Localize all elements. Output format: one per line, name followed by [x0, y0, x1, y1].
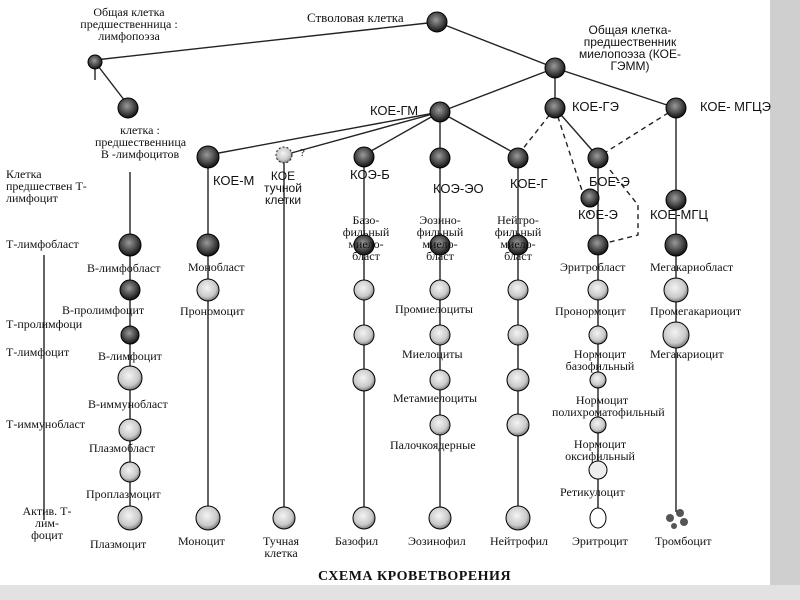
- cfu-eb-label: КОЭ-Б: [350, 168, 390, 181]
- reticulocyte-label: Ретикулоцит: [560, 486, 625, 498]
- cfu-mgce-label: КОЕ- МГЦЭ: [700, 100, 771, 113]
- megakaryoblast-label: Мегакариобласт: [650, 261, 733, 273]
- myelo-precursor-label: Общая клетка-предшественник миелопоэза (…: [560, 24, 700, 72]
- monocyte-label: Моноцит: [178, 535, 225, 547]
- diagram-title: СХЕМА КРОВЕТВОРЕНИЯ: [318, 570, 511, 584]
- b-precursor-label: клетка : предшественница В -лимфоцитов: [95, 124, 185, 160]
- plasmocyte-label: Плазмоцит: [90, 538, 146, 550]
- promegakaryocyte-label: Промегакариоцит: [650, 305, 741, 317]
- cfu-m-label: КОЕ-М: [213, 174, 254, 187]
- cfu-ge-label: КОЕ-ГЭ: [572, 100, 619, 113]
- b-prolymphocyte-label: В-пролимфоцит: [62, 304, 144, 316]
- neut-blast-label: Нейтро- фильный миело- бласт: [492, 214, 544, 262]
- neutrophil-label: Нейтрофил: [490, 535, 548, 547]
- erythrocyte-label: Эритроцит: [572, 535, 628, 547]
- t-precursor-label: Клетка предшествен Т-лимфоцит: [6, 168, 101, 204]
- t-prolymphocyte-label: Т-пролимфоци: [6, 318, 82, 330]
- erythroblast-label: Эритробласт: [560, 261, 625, 273]
- pronormocyte-label: Пронормоцит: [555, 305, 626, 317]
- edge-shade: [770, 0, 800, 600]
- promyelocytes-label: Промиелоциты: [395, 303, 473, 315]
- cfu-mast-label: КОЕ тучной клетки: [258, 170, 308, 206]
- mast-cell-label: Тучная клетка: [256, 535, 306, 559]
- normo-poly-label: Нормоцит полихроматофильный: [552, 394, 652, 418]
- normo-baso-label: Нормоцит базофильный: [560, 348, 640, 372]
- cfu-g-label: КОЕ-Г: [510, 177, 548, 190]
- bottom-shade: [0, 585, 800, 600]
- lymph-precursor-label: Общая клетка предшественница : лимфопоэз…: [54, 6, 204, 42]
- proplasmocyte-label: Проплазмоцит: [86, 488, 161, 500]
- eos-blast-label: Эозино- фильный миело- бласт: [414, 214, 466, 262]
- b-immunoblast-label: В-иммунобласт: [88, 398, 168, 410]
- cfu-mgc-label: КОЕ-МГЦ: [650, 208, 708, 221]
- band-label: Палочкоядерные: [390, 439, 476, 451]
- basophil-label: Базофил: [335, 535, 378, 547]
- cfu-gm-label: КОЕ-ГМ: [370, 104, 418, 117]
- b-lymphoblast-label: В-лимфобласт: [87, 262, 160, 274]
- plasmoblast-label: Плазмобласт: [89, 442, 155, 454]
- active-t-label: Актив. Т-лим- фоцит: [22, 505, 72, 541]
- cfu-e-label: КОЕ-Э: [578, 208, 618, 221]
- megakaryocyte-label: Мегакариоцит: [650, 348, 724, 360]
- t-lymphoblast-label: Т-лимфобласт: [6, 238, 79, 250]
- stem-cell-label: Стволовая клетка: [307, 11, 404, 24]
- promonocyte-label: Прономоцит: [180, 305, 245, 317]
- cfu-eeo-label: КОЭ-ЭО: [433, 182, 484, 195]
- cfu-boe-label: БОЕ-Э: [589, 175, 630, 188]
- monoblast-label: Монобласт: [188, 261, 244, 273]
- eosinophil-label: Эозинофил: [408, 535, 466, 547]
- t-immunoblast-label: Т-иммунобласт: [6, 418, 85, 430]
- baso-blast-label: Базо- фильный миело- бласт: [340, 214, 392, 262]
- normo-oxy-label: Нормоцит оксифильный: [560, 438, 640, 462]
- cfu-qmark: ?: [300, 148, 305, 159]
- myelocytes-label: Миелоциты: [402, 348, 463, 360]
- platelets-label: Тромбоцит: [655, 535, 711, 547]
- t-lymphocyte-label: Т-лимфоцит: [6, 346, 69, 358]
- metamyelocytes-label: Метамиелоциты: [393, 392, 477, 404]
- b-lymphocyte-label: В-лимфоцит: [98, 350, 162, 362]
